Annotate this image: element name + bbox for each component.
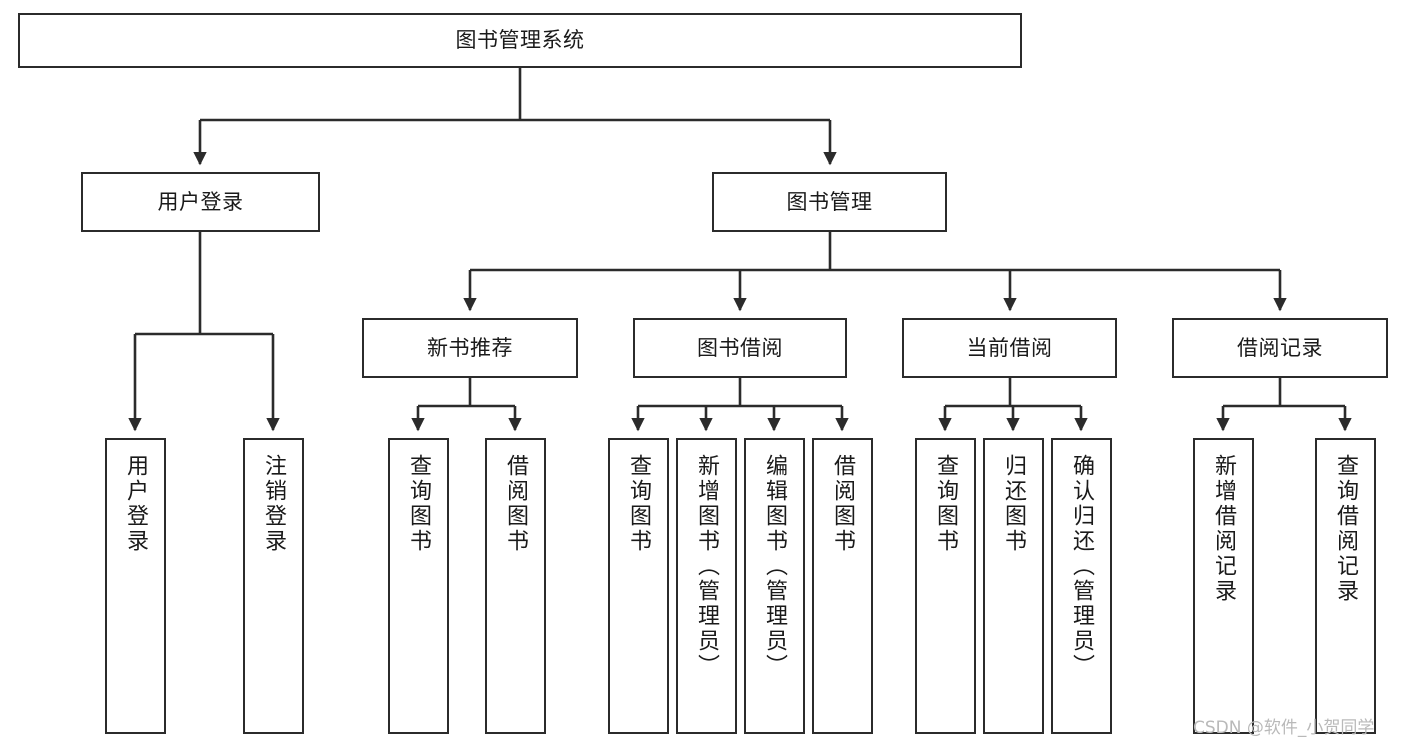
node-book-management-label: 图书管理 [786,189,873,214]
leaf-user-login-logout[interactable]: 注销登录 [243,438,304,734]
leaf-label: 查询借阅记录 [1333,454,1359,604]
leaf-label: 用户登录 [123,454,149,554]
leaf-label: 借阅图书 [503,454,529,554]
node-book-management[interactable]: 图书管理 [712,172,947,232]
node-user-login[interactable]: 用户登录 [81,172,320,232]
watermark: CSDN @软件_小贺同学 [1193,718,1375,738]
leaf-book-borrow-query-book[interactable]: 查询图书 [608,438,669,734]
leaf-label: 查询图书 [933,454,959,554]
leaf-label: 注销登录 [261,454,287,554]
node-current-borrow[interactable]: 当前借阅 [902,318,1117,378]
node-new-book-recommend[interactable]: 新书推荐 [362,318,578,378]
leaf-label: 编辑图书（管理员） [762,454,788,679]
node-root-label: 图书管理系统 [455,28,585,53]
leaf-label: 归还图书 [1001,454,1027,554]
leaf-book-borrow-add-book-admin[interactable]: 新增图书（管理员） [676,438,737,734]
leaf-label: 借阅图书 [830,454,856,554]
leaf-book-borrow-borrow-book[interactable]: 借阅图书 [812,438,873,734]
node-current-borrow-label: 当前借阅 [966,335,1053,360]
leaf-current-borrow-confirm-return-admin[interactable]: 确认归还（管理员） [1051,438,1112,734]
node-new-book-recommend-label: 新书推荐 [427,335,513,360]
node-borrow-record[interactable]: 借阅记录 [1172,318,1388,378]
leaf-current-borrow-return-book[interactable]: 归还图书 [983,438,1044,734]
leaf-new-book-borrow-book[interactable]: 借阅图书 [485,438,546,734]
leaf-label: 新增借阅记录 [1211,454,1237,604]
node-user-login-label: 用户登录 [157,189,244,214]
node-book-borrow-label: 图书借阅 [697,335,783,360]
leaf-label: 查询图书 [626,454,652,554]
leaf-borrow-record-query-record[interactable]: 查询借阅记录 [1315,438,1376,734]
node-borrow-record-label: 借阅记录 [1237,335,1323,360]
leaf-user-login-login[interactable]: 用户登录 [105,438,166,734]
leaf-new-book-query-book[interactable]: 查询图书 [388,438,449,734]
leaf-current-borrow-query-book[interactable]: 查询图书 [915,438,976,734]
leaf-label: 新增图书（管理员） [694,454,720,679]
leaf-label: 确认归还（管理员） [1069,454,1095,679]
node-root-book-management-system[interactable]: 图书管理系统 [18,13,1022,68]
leaf-borrow-record-add-record[interactable]: 新增借阅记录 [1193,438,1254,734]
node-book-borrow[interactable]: 图书借阅 [633,318,847,378]
leaf-label: 查询图书 [406,454,432,554]
leaf-book-borrow-edit-book-admin[interactable]: 编辑图书（管理员） [744,438,805,734]
